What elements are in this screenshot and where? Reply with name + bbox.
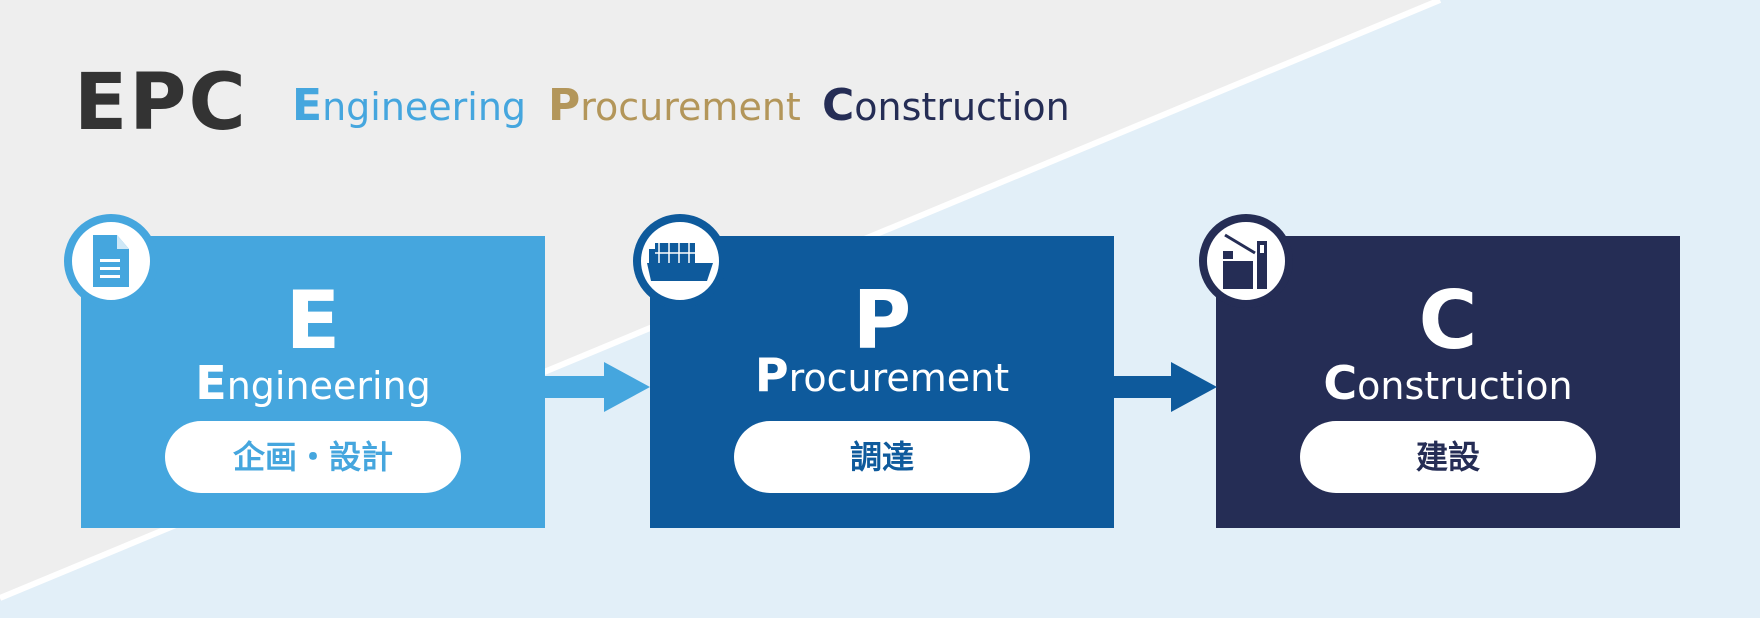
arrow-right-icon: [544, 362, 650, 412]
stage-label-pill: 建設: [1300, 421, 1596, 493]
arrow-right-icon: [1113, 362, 1217, 412]
legend-procurement: Procurement: [548, 80, 801, 131]
stage-procurement: P Procurement 調達: [650, 236, 1114, 528]
stage-word: Engineering: [195, 356, 431, 410]
legend-construction: Construction: [822, 80, 1070, 131]
stage-letter: E: [285, 274, 341, 367]
stage-word: Procurement: [754, 348, 1010, 402]
legend-engineering: Engineering: [292, 80, 527, 131]
document-icon: [64, 214, 158, 308]
stage-word: Construction: [1323, 356, 1573, 410]
page-title: EPC: [74, 58, 248, 148]
stage-label-pill: 調達: [734, 421, 1030, 493]
stage-engineering: E Engineering 企画・設計: [81, 236, 545, 528]
stage-construction: C Construction 建設: [1216, 236, 1680, 528]
cargo-ship-icon: [633, 214, 727, 308]
stage-letter: C: [1418, 274, 1478, 367]
stage-letter: P: [852, 274, 912, 367]
stage-label-pill: 企画・設計: [165, 421, 461, 493]
crane-icon: [1199, 214, 1293, 308]
